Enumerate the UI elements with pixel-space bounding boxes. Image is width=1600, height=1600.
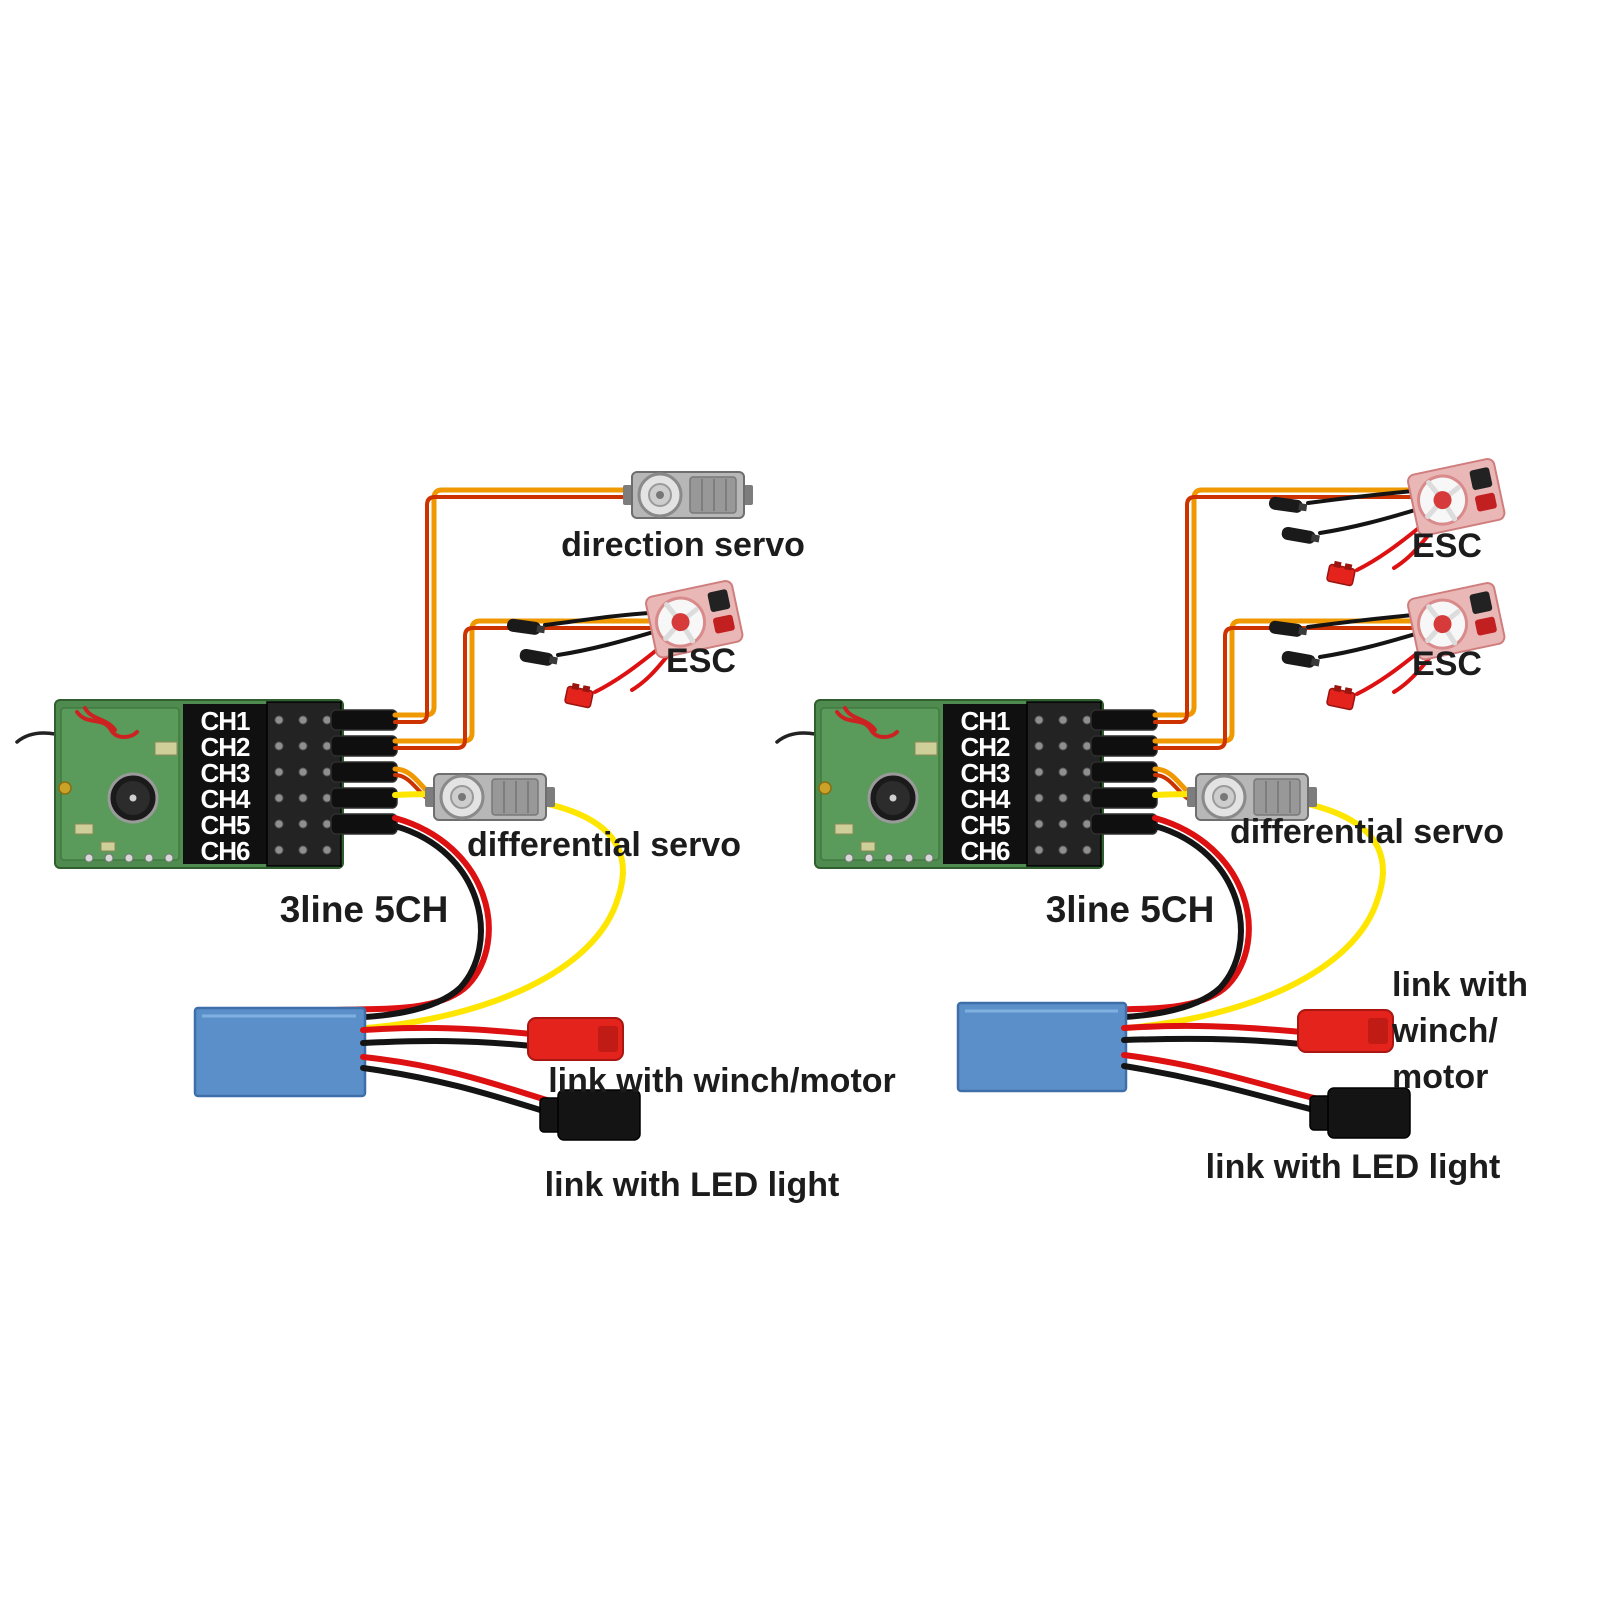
bullet-connector-icon (1280, 650, 1321, 670)
winch-connector-icon (527, 1017, 624, 1061)
label-direction-servo: direction servo (561, 526, 805, 564)
control-box (956, 1001, 1128, 1093)
wire-ch1-esc-top (1153, 495, 1416, 724)
wire-ch5-power-red (332, 815, 492, 1013)
label-esc-bottom: ESC (1412, 645, 1482, 683)
label-differential-servo: differential servo (1230, 813, 1504, 851)
wire-led-red (360, 1054, 563, 1107)
winch-connector-icon (1297, 1009, 1394, 1053)
channel-label: CH6 (960, 836, 1010, 866)
channel-label: CH3 (200, 758, 250, 788)
esc-top-icon (1407, 458, 1506, 537)
label-receiver: 3line 5CH (1046, 889, 1215, 930)
label-winch-line2: winch/ (1391, 1012, 1498, 1050)
wire-ch2-esc (392, 618, 655, 744)
channel-label: CH2 (200, 732, 250, 762)
differential-servo-icon (423, 772, 557, 822)
wire-winch-red (360, 1024, 535, 1037)
control-box (193, 1006, 367, 1098)
wire-winch-black (360, 1038, 535, 1049)
wire-ch1-esc-top (1152, 487, 1417, 718)
esc-lead-red (593, 642, 666, 694)
label-esc-top: ESC (1412, 527, 1482, 565)
wire-ch5-power-black (332, 823, 484, 1021)
channel-label: CH5 (200, 810, 250, 840)
wire-winch-black (1121, 1035, 1305, 1047)
wire-ch5-power-red (1092, 815, 1252, 1013)
led-connector-icon (539, 1089, 641, 1141)
jst-connector-icon (563, 681, 596, 709)
label-led: link with LED light (545, 1166, 840, 1204)
led-connector-icon (1309, 1087, 1411, 1139)
channel-label: CH5 (960, 810, 1010, 840)
label-winch-line3: motor (1392, 1058, 1488, 1096)
bullet-connector-icon (518, 648, 559, 668)
channel-label: CH3 (960, 758, 1010, 788)
channel-label: CH2 (960, 732, 1010, 762)
label-differential-servo: differential servo (467, 826, 741, 864)
jst-connector-icon (1325, 683, 1358, 711)
channel-label: CH1 (200, 706, 250, 736)
channel-label: CH6 (200, 836, 250, 866)
direction-servo-icon (621, 470, 755, 520)
wire-ch1-direction-servo (393, 495, 636, 724)
channel-label: CH4 (200, 784, 251, 814)
jst-connector-icon (1325, 559, 1358, 587)
wire-led-red (1121, 1052, 1333, 1105)
wire-ch1-direction-servo (392, 487, 637, 718)
wire-ch2-esc-bottom (1153, 626, 1416, 750)
wire-ch5-power-black (1092, 823, 1244, 1021)
esc-lead-black (1318, 630, 1424, 659)
bullet-connector-icon (1280, 526, 1321, 546)
label-winch: link with winch/motor (548, 1062, 896, 1100)
wire-led-black (360, 1065, 563, 1119)
wire-led-black (1121, 1063, 1333, 1117)
wire-ch2-esc (393, 626, 654, 750)
esc-lead-black (556, 628, 662, 657)
channel-label: CH1 (960, 706, 1010, 736)
label-esc: ESC (666, 642, 736, 680)
wire-ch2-esc-bottom (1152, 618, 1417, 744)
channel-label: CH4 (960, 784, 1011, 814)
label-led: link with LED light (1206, 1148, 1501, 1186)
label-winch-line1: link with (1392, 966, 1528, 1004)
right-diagram: CH1 CH2 CH3 CH4 CH5 CH6 (775, 458, 1528, 1186)
esc-lead-black (1318, 506, 1424, 535)
label-receiver: 3line 5CH (280, 889, 449, 930)
wire-winch-red (1121, 1022, 1305, 1035)
left-diagram: CH1 CH2 CH3 CH4 CH5 CH6 (15, 470, 896, 1204)
